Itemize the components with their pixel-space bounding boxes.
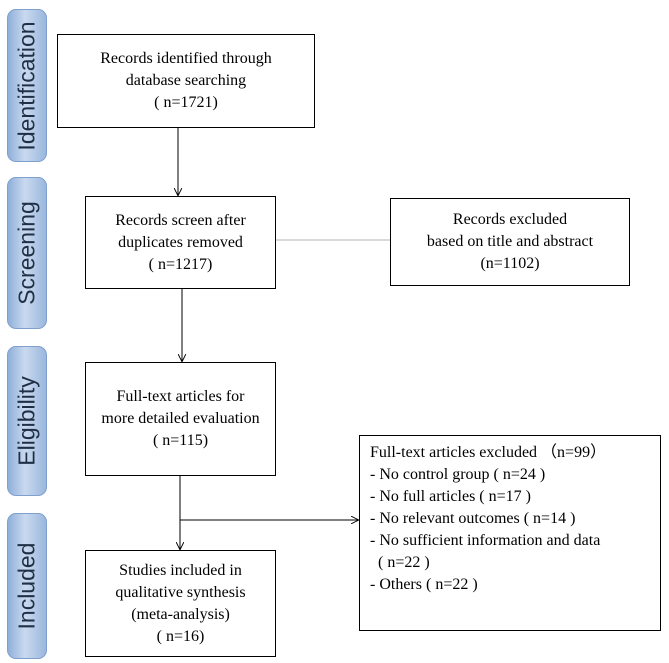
- text-line: Records excluded: [452, 211, 568, 228]
- text-line: ( n=16): [156, 627, 205, 645]
- text-line: - No full articles ( n=17 ): [370, 488, 531, 505]
- text-line: Full-text articles excluded （n=99）: [370, 444, 607, 461]
- text-line: qualitative synthesis: [115, 583, 246, 601]
- text-line: ( n=115): [152, 432, 209, 449]
- text-line: database searching: [125, 72, 247, 89]
- text-line: Full-text articles for: [116, 388, 245, 405]
- box-fulltext-excluded: Full-text articles excluded （n=99） - No …: [359, 435, 661, 631]
- text-line: Records identified through: [100, 50, 272, 67]
- text-line: - Others ( n=22 ): [370, 576, 478, 593]
- box-records-identified: Records identified through database sear…: [57, 34, 315, 128]
- box-records-excluded: Records excluded based on title and abst…: [390, 198, 630, 286]
- text-line: Studies included in: [119, 561, 242, 579]
- box-studies-included: Studies included in qualitative synthesi…: [85, 550, 276, 657]
- text-line: ( n=22 ): [370, 554, 430, 571]
- text-line: (meta-analysis): [131, 605, 230, 623]
- stage-included: Included: [7, 513, 47, 659]
- stage-eligibility: Eligibility: [7, 346, 47, 496]
- text-line: - No sufficient information and data: [370, 532, 601, 549]
- text-line: (n=1102): [480, 255, 540, 272]
- stage-screening: Screening: [7, 177, 47, 329]
- text-line: ( n=1217): [148, 255, 213, 273]
- text-line: based on title and abstract: [426, 233, 594, 250]
- text-line: - No relevant outcomes ( n=14 ): [370, 510, 576, 527]
- box-fulltext-articles: Full-text articles for more detailed eva…: [85, 362, 276, 476]
- text-line: duplicates removed: [118, 233, 243, 251]
- text-line: Records screen after: [115, 211, 246, 229]
- text-line: more detailed evaluation: [101, 410, 260, 427]
- stage-identification: Identification: [7, 9, 47, 162]
- text-line: - No control group ( n=24 ): [370, 466, 546, 483]
- box-records-screened: Records screen after duplicates removed …: [85, 196, 276, 289]
- text-line: ( n=1721): [154, 94, 218, 111]
